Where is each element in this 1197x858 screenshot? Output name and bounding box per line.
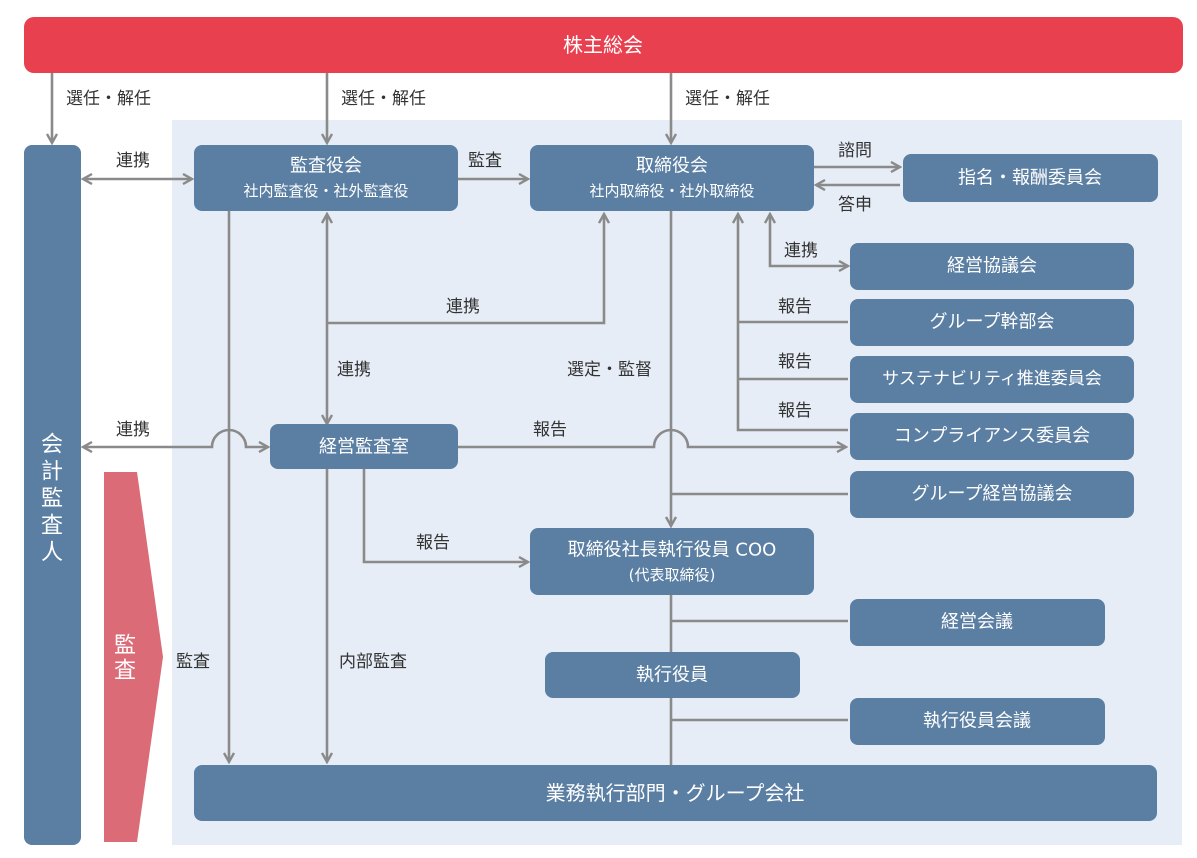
auditor-char: 計	[41, 460, 63, 485]
coop-arrow-council	[770, 214, 848, 266]
president-sub: (代表取締役)	[629, 566, 716, 584]
report-lines-board	[738, 214, 848, 432]
executive-meeting-box	[850, 698, 1105, 745]
audit-big-arrow	[104, 472, 163, 842]
internal-audit-office-box	[270, 424, 458, 469]
executive-meeting-label: 執行役員会議	[923, 711, 1031, 732]
sustainability-box	[850, 356, 1134, 403]
label-report-office: 報告	[533, 420, 567, 440]
report-arrow-president	[362, 469, 528, 562]
label-coop-auditor-top: 連携	[116, 151, 150, 171]
executive-officers-label: 執行役員	[636, 665, 708, 686]
board-sub: 社内取締役・社外取締役	[589, 182, 754, 200]
auditor-char: 監	[41, 487, 63, 512]
label-consult: 諮問	[838, 141, 872, 161]
label-audit-to-board: 監査	[468, 151, 502, 171]
audit-board-box	[194, 145, 458, 211]
auditor-char: 会	[41, 433, 63, 458]
label-coop-vertical: 連携	[337, 360, 371, 380]
audit-board-title: 監査役会	[290, 156, 362, 177]
management-meeting-label: 経営会議	[941, 612, 1013, 633]
group-executives-label: グループ幹部会	[930, 312, 1055, 333]
label-report-sustain: 報告	[778, 352, 812, 372]
label-internal-audit: 内部監査	[339, 652, 407, 672]
auditor-char: 査	[41, 514, 63, 539]
label-elect-2: 選任・解任	[341, 89, 426, 109]
audit-arrow-char: 監	[114, 634, 136, 659]
label-coop-auditor-office: 連携	[116, 420, 150, 440]
label-audit-left: 監査	[176, 652, 210, 672]
shareholders-label: 株主総会	[563, 33, 643, 57]
label-select-supervise: 選定・監督	[567, 360, 652, 380]
coop-arrow-auditor-office	[83, 428, 268, 447]
label-elect-3: 選任・解任	[685, 89, 770, 109]
business-units-box	[194, 765, 1157, 821]
auditor-char: 人	[41, 541, 63, 566]
board-box	[530, 145, 814, 211]
group-management-council-label: グループ経営協議会	[912, 484, 1073, 505]
label-elect-1: 選任・解任	[66, 89, 151, 109]
audit-arrow-char: 査	[114, 659, 136, 684]
label-coop-mid: 連携	[446, 297, 480, 317]
label-report-group: 報告	[778, 297, 812, 317]
compliance-box	[850, 413, 1134, 460]
group-executives-box	[850, 299, 1134, 346]
label-answer: 答申	[838, 195, 872, 215]
label-report-president: 報告	[416, 533, 450, 553]
management-council-box	[850, 243, 1134, 290]
label-coop-council: 連携	[784, 241, 818, 261]
business-units-label: 業務執行部門・グループ会社	[546, 781, 805, 805]
management-meeting-box	[850, 599, 1105, 646]
board-title: 取締役会	[636, 156, 708, 177]
auditor-label: 会 計 監 査 人	[41, 433, 63, 566]
auditor-box	[24, 145, 81, 845]
shareholders-box	[24, 17, 1183, 73]
president-title: 取締役社長執行役員 COO	[568, 540, 777, 561]
nomination-box	[903, 154, 1158, 202]
label-report-compliance: 報告	[778, 401, 812, 421]
audit-board-sub: 社内監査役・社外監査役	[243, 182, 408, 200]
internal-audit-office-label: 経営監査室	[319, 437, 409, 458]
group-management-council-box	[850, 471, 1134, 518]
nomination-label: 指名・報酬委員会	[958, 168, 1102, 189]
president-box	[530, 528, 814, 595]
executive-officers-box	[545, 652, 800, 698]
management-council-label: 経営協議会	[947, 256, 1037, 277]
compliance-label: コンプライアンス委員会	[894, 426, 1090, 447]
sustainability-label: サステナビリティ推進委員会	[882, 369, 1102, 389]
coop-arrow-mid	[327, 214, 604, 325]
